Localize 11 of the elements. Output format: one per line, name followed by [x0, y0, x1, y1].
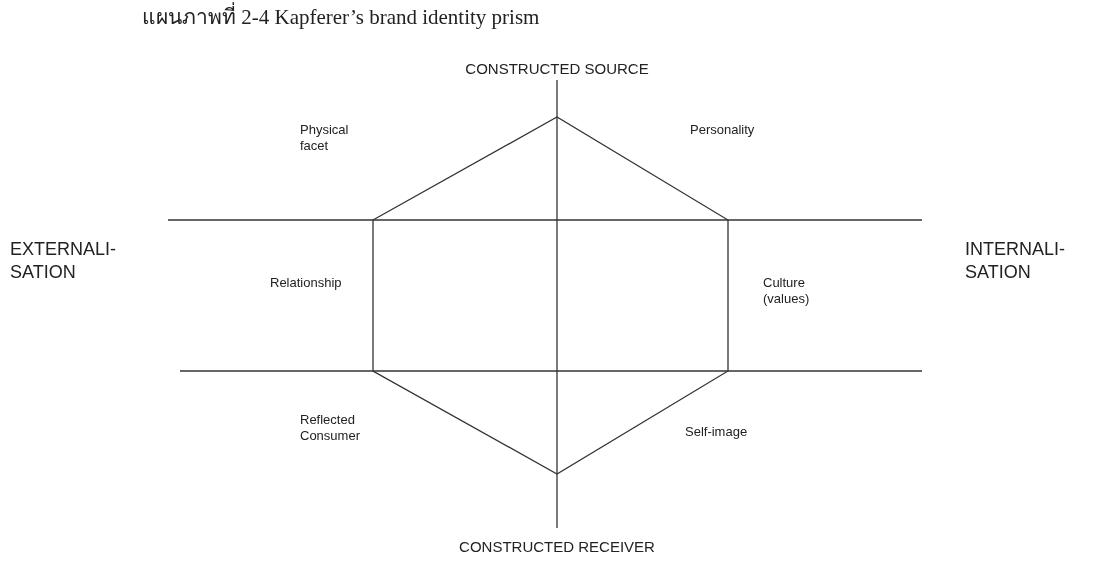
axis-label: CONSTRUCTED RECEIVER	[458, 538, 656, 557]
axis-label: INTERNALI- SATION	[965, 238, 1066, 283]
facet-label: Self-image	[685, 424, 749, 441]
facet-label: Physical facet	[300, 122, 350, 155]
facet-label: Relationship	[270, 275, 343, 292]
facet-label: Culture (values)	[763, 275, 811, 308]
facet-label: Reflected Consumer	[300, 412, 361, 445]
axis-label: CONSTRUCTED SOURCE	[464, 60, 650, 79]
facet-label: Personality	[690, 122, 756, 139]
axis-label: EXTERNALI- SATION	[10, 238, 118, 283]
figure-title: แผนภาพที่ 2-4 Kapferer’s brand identity prism	[142, 4, 540, 31]
